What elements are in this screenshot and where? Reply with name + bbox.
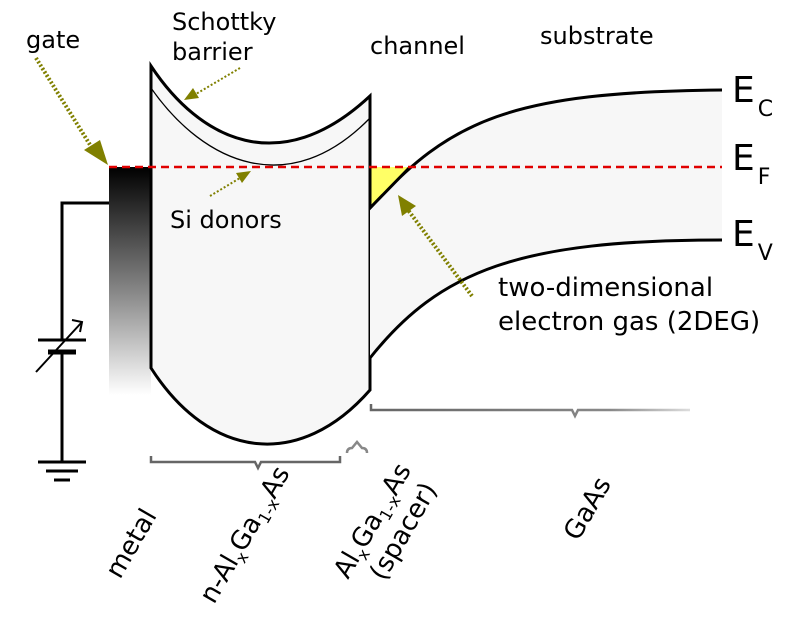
twodeg-label-line1: two-dimensional (498, 273, 713, 303)
si-donor-level (150, 87, 371, 166)
algaas-region-label: n-AlxGa1-xAs (194, 461, 299, 610)
gaas-region-label: GaAs (558, 472, 618, 545)
gate-label: gate (26, 26, 80, 54)
valence-band-edge (368, 238, 723, 390)
si-donors-label: Si donors (170, 206, 282, 234)
bias-circuit (35, 201, 109, 482)
metal-block (109, 167, 151, 395)
schottky-label-line1: Schottky (172, 8, 276, 36)
substrate-label: substrate (540, 22, 654, 50)
schottky-label-line2: barrier (172, 38, 253, 66)
gaas-band-region (370, 90, 722, 358)
channel-label: channel (370, 32, 465, 60)
annotation-arrows (34, 56, 474, 298)
algaas-band-region (149, 61, 372, 446)
twodeg-label-line2: electron gas (2DEG) (498, 307, 760, 337)
region-brackets (149, 404, 690, 471)
metal-region-label: metal (100, 504, 163, 584)
